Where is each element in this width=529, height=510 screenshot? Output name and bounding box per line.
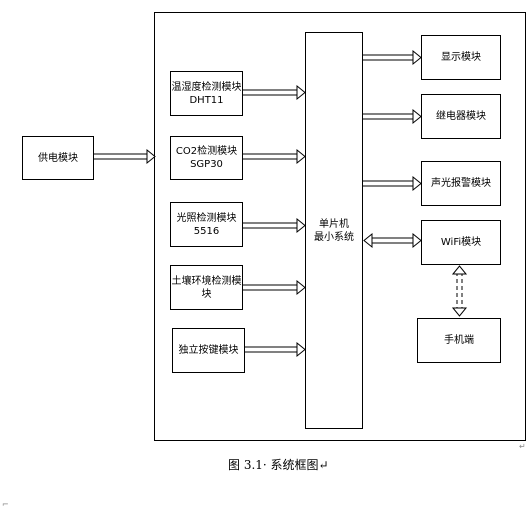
paragraph-mark-right: ↵ xyxy=(519,442,526,451)
display-module-label: 显示模块 xyxy=(441,52,481,63)
figure-caption: 图 3.1· 系统框图↵ xyxy=(228,458,329,472)
arrow-sensor-3 xyxy=(243,217,306,234)
sensor-module-label: 土壤环境检测模 xyxy=(171,275,242,287)
wifi-module: WiFi模块 xyxy=(421,220,501,265)
mcu-minimum-system: 单片机 最小系统 xyxy=(305,32,363,429)
relay-module-label: 继电器模块 xyxy=(436,111,486,122)
phone-terminal: 手机端 xyxy=(417,318,501,363)
sensor-module-temp-humidity: 温湿度检测模块 DHT11 xyxy=(170,71,243,116)
arrow-wifi-phone xyxy=(451,265,468,317)
mcu-sublabel: 最小系统 xyxy=(314,231,354,243)
key-module: 独立按键模块 xyxy=(172,328,245,373)
arrow-to-alarm xyxy=(363,175,422,192)
sensor-module-model: SGP30 xyxy=(190,159,223,170)
arrow-sensor-4 xyxy=(243,279,306,296)
arrow-mcu-wifi xyxy=(363,232,422,249)
sensor-module-soil: 土壤环境检测模 块 xyxy=(170,265,243,310)
arrow-to-display xyxy=(363,49,422,66)
system-frame xyxy=(154,12,526,441)
phone-terminal-label: 手机端 xyxy=(444,335,474,346)
sensor-module-label: 光照检测模块 xyxy=(176,212,237,224)
arrow-power-to-system xyxy=(94,148,156,165)
sensor-module-label: 温湿度检测模块 xyxy=(171,81,242,93)
corner-mark: ⌐ xyxy=(2,500,9,509)
alarm-module-label: 声光报警模块 xyxy=(431,178,491,189)
power-module-label: 供电模块 xyxy=(38,152,78,164)
sensor-module-label: CO2检测模块 xyxy=(175,146,238,157)
mcu-label: 单片机 xyxy=(319,218,349,230)
sensor-module-light: 光照检测模块 5516 xyxy=(170,202,243,247)
display-module: 显示模块 xyxy=(421,35,501,80)
key-module-label: 独立按键模块 xyxy=(178,345,239,356)
sensor-module-model: DHT11 xyxy=(189,94,224,106)
relay-module: 继电器模块 xyxy=(421,94,501,139)
arrow-sensor-5 xyxy=(243,341,306,358)
sensor-module-model: 5516 xyxy=(193,225,220,237)
wifi-module-label: WiFi模块 xyxy=(440,237,482,248)
arrow-to-relay xyxy=(363,108,422,125)
power-module: 供电模块 xyxy=(22,136,94,180)
arrow-sensor-2 xyxy=(243,148,306,165)
alarm-module: 声光报警模块 xyxy=(421,161,501,206)
sensor-module-co2: CO2检测模块 SGP30 xyxy=(170,136,243,180)
sensor-module-model: 块 xyxy=(201,288,212,300)
arrow-sensor-1 xyxy=(243,84,306,101)
